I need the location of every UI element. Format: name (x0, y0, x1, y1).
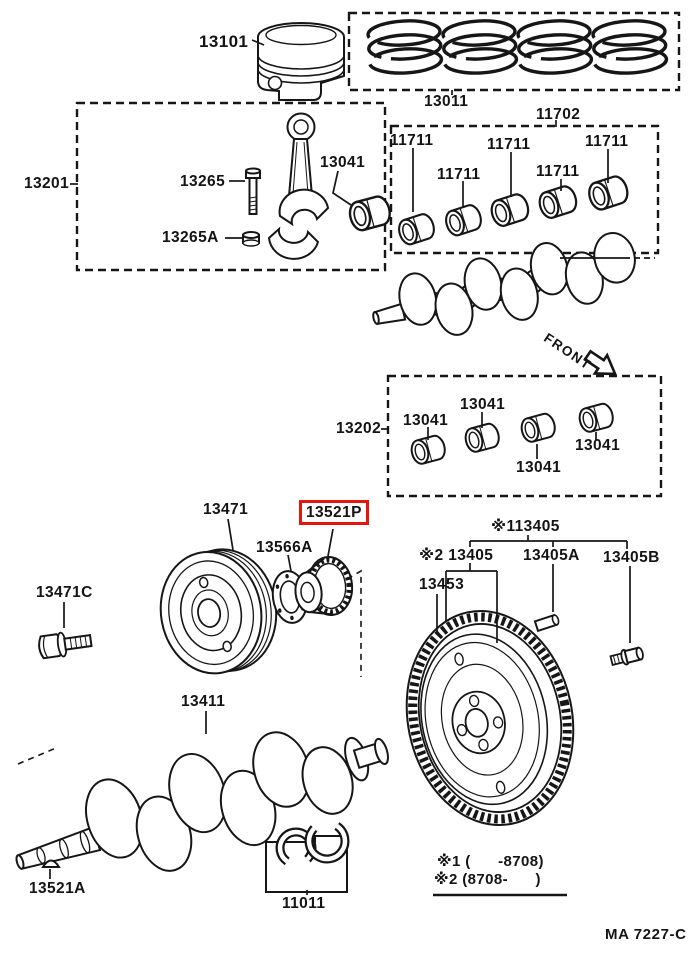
gear-position-leader (346, 569, 362, 677)
timing-gear-drawing (294, 556, 354, 616)
pulley-bolt-drawing (38, 631, 93, 660)
doc-code: MA 7227-C (605, 926, 687, 943)
box-13202 (386, 374, 663, 498)
flywheel-drawing (405, 609, 575, 827)
woodruff-key-drawing (41, 859, 61, 868)
part-label-13521p-highlighted[interactable]: 13521P (299, 500, 369, 525)
piston-drawing (257, 22, 345, 101)
crankshaft-upper-drawing (372, 232, 636, 336)
part-label-13411[interactable]: 13411 (181, 693, 226, 710)
footnote-2: ※2 (8708- ) (434, 871, 541, 888)
connecting-rod-drawing (242, 112, 330, 260)
part-label-13566a[interactable]: 13566A (256, 539, 313, 556)
part-label-13265a[interactable]: 13265A (162, 229, 219, 246)
part-label-13521a[interactable]: 13521A (29, 880, 86, 897)
part-label-13101[interactable]: 13101 (199, 32, 249, 51)
main-bearing-set-drawing (395, 172, 632, 248)
box-11702 (389, 124, 660, 255)
pulley-drawing (159, 548, 278, 675)
part-label-11711-2[interactable]: 11711 (437, 166, 481, 183)
part-label-11711-4[interactable]: 11711 (536, 163, 580, 180)
flywheel-bolt-drawing (609, 646, 644, 667)
group-boxes (75, 11, 681, 498)
part-label-113405[interactable]: ※113405 (491, 518, 560, 535)
part-label-13201[interactable]: 13201 (24, 175, 70, 192)
dowel-pin-drawing (533, 613, 560, 633)
part-label-11711-5[interactable]: 11711 (585, 133, 629, 150)
part-label-11011[interactable]: 11011 (282, 895, 326, 912)
part-label-13041-2[interactable]: 13041 (460, 396, 506, 413)
part-label-13041-1[interactable]: 13041 (403, 412, 449, 429)
footnote-1: ※1 ( -8708) (437, 853, 544, 870)
part-label-13405b[interactable]: 13405B (603, 549, 660, 566)
piston-rings-drawing (365, 17, 669, 77)
front-arrow (583, 349, 618, 376)
box-13011 (347, 11, 681, 92)
box-13201 (75, 101, 387, 272)
thrust-washer-drawing (265, 818, 350, 893)
part-label-11711-1[interactable]: 11711 (390, 132, 434, 149)
part-label-13265[interactable]: 13265 (180, 173, 226, 190)
part-label-13011[interactable]: 13011 (424, 93, 469, 110)
part-label-2-13405[interactable]: ※2 13405 (419, 547, 494, 564)
part-label-11711-3[interactable]: 11711 (487, 136, 531, 153)
part-label-11702[interactable]: 11702 (536, 106, 581, 123)
part-label-13453[interactable]: 13453 (419, 576, 465, 593)
leader-lines (49, 39, 631, 897)
crankshaft-drawing (15, 731, 389, 872)
part-label-13471[interactable]: 13471 (203, 501, 249, 518)
part-label-13405a[interactable]: 13405A (523, 547, 580, 564)
part-label-13041-rod[interactable]: 13041 (320, 154, 366, 171)
part-label-13471c[interactable]: 13471C (36, 584, 93, 601)
part-label-13041-3[interactable]: 13041 (516, 459, 562, 476)
part-label-13202[interactable]: 13202 (336, 420, 382, 437)
part-label-13041-4[interactable]: 13041 (575, 437, 621, 454)
